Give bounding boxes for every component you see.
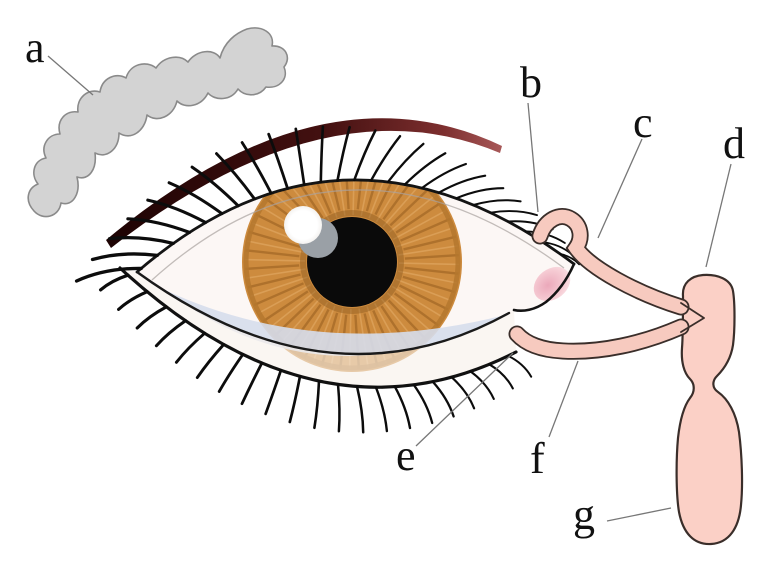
caruncle [533,266,571,302]
lacrimal-gland-shape [27,27,289,218]
leader-line-d [705,163,732,268]
medial-corner-edge [512,262,576,313]
eye [74,118,581,434]
highlight [284,206,322,244]
lower-lid-inner-shadow [165,290,505,356]
lower-lid-inner-edge [135,270,511,356]
lacrimal-sac-and-nasolacrimal-duct [675,273,744,546]
superior-canaliculus [533,209,688,314]
lower-eyelashes [99,273,533,434]
label-e: e [396,431,416,480]
labels: a b c d e f g [25,23,745,539]
leader-line-c [597,138,643,239]
upper-lid-margin [106,118,502,248]
lower-lid-band [120,268,516,388]
leader-line-b [527,102,539,213]
common-canaliculus-junction [680,302,705,333]
label-f: f [530,434,545,483]
label-a: a [25,23,45,72]
label-g: g [573,490,595,539]
lacrimal-drainage-system [508,208,744,546]
upper-lid-crease [151,189,565,281]
iris-group [242,179,462,372]
leader-line-f [548,360,579,438]
iris-streaks [244,179,460,370]
upper-eyelashes [74,125,581,283]
leader-line-g [606,507,672,522]
leader-lines [47,55,732,522]
upper-lid-edge [135,178,576,274]
inferior-canaliculus [510,320,688,358]
leader-line-e [415,352,514,447]
label-b: b [520,58,542,107]
leader-line-a [47,55,94,96]
iris-inner-ring [300,210,404,314]
label-c: c [633,98,653,147]
label-d: d [723,119,745,168]
